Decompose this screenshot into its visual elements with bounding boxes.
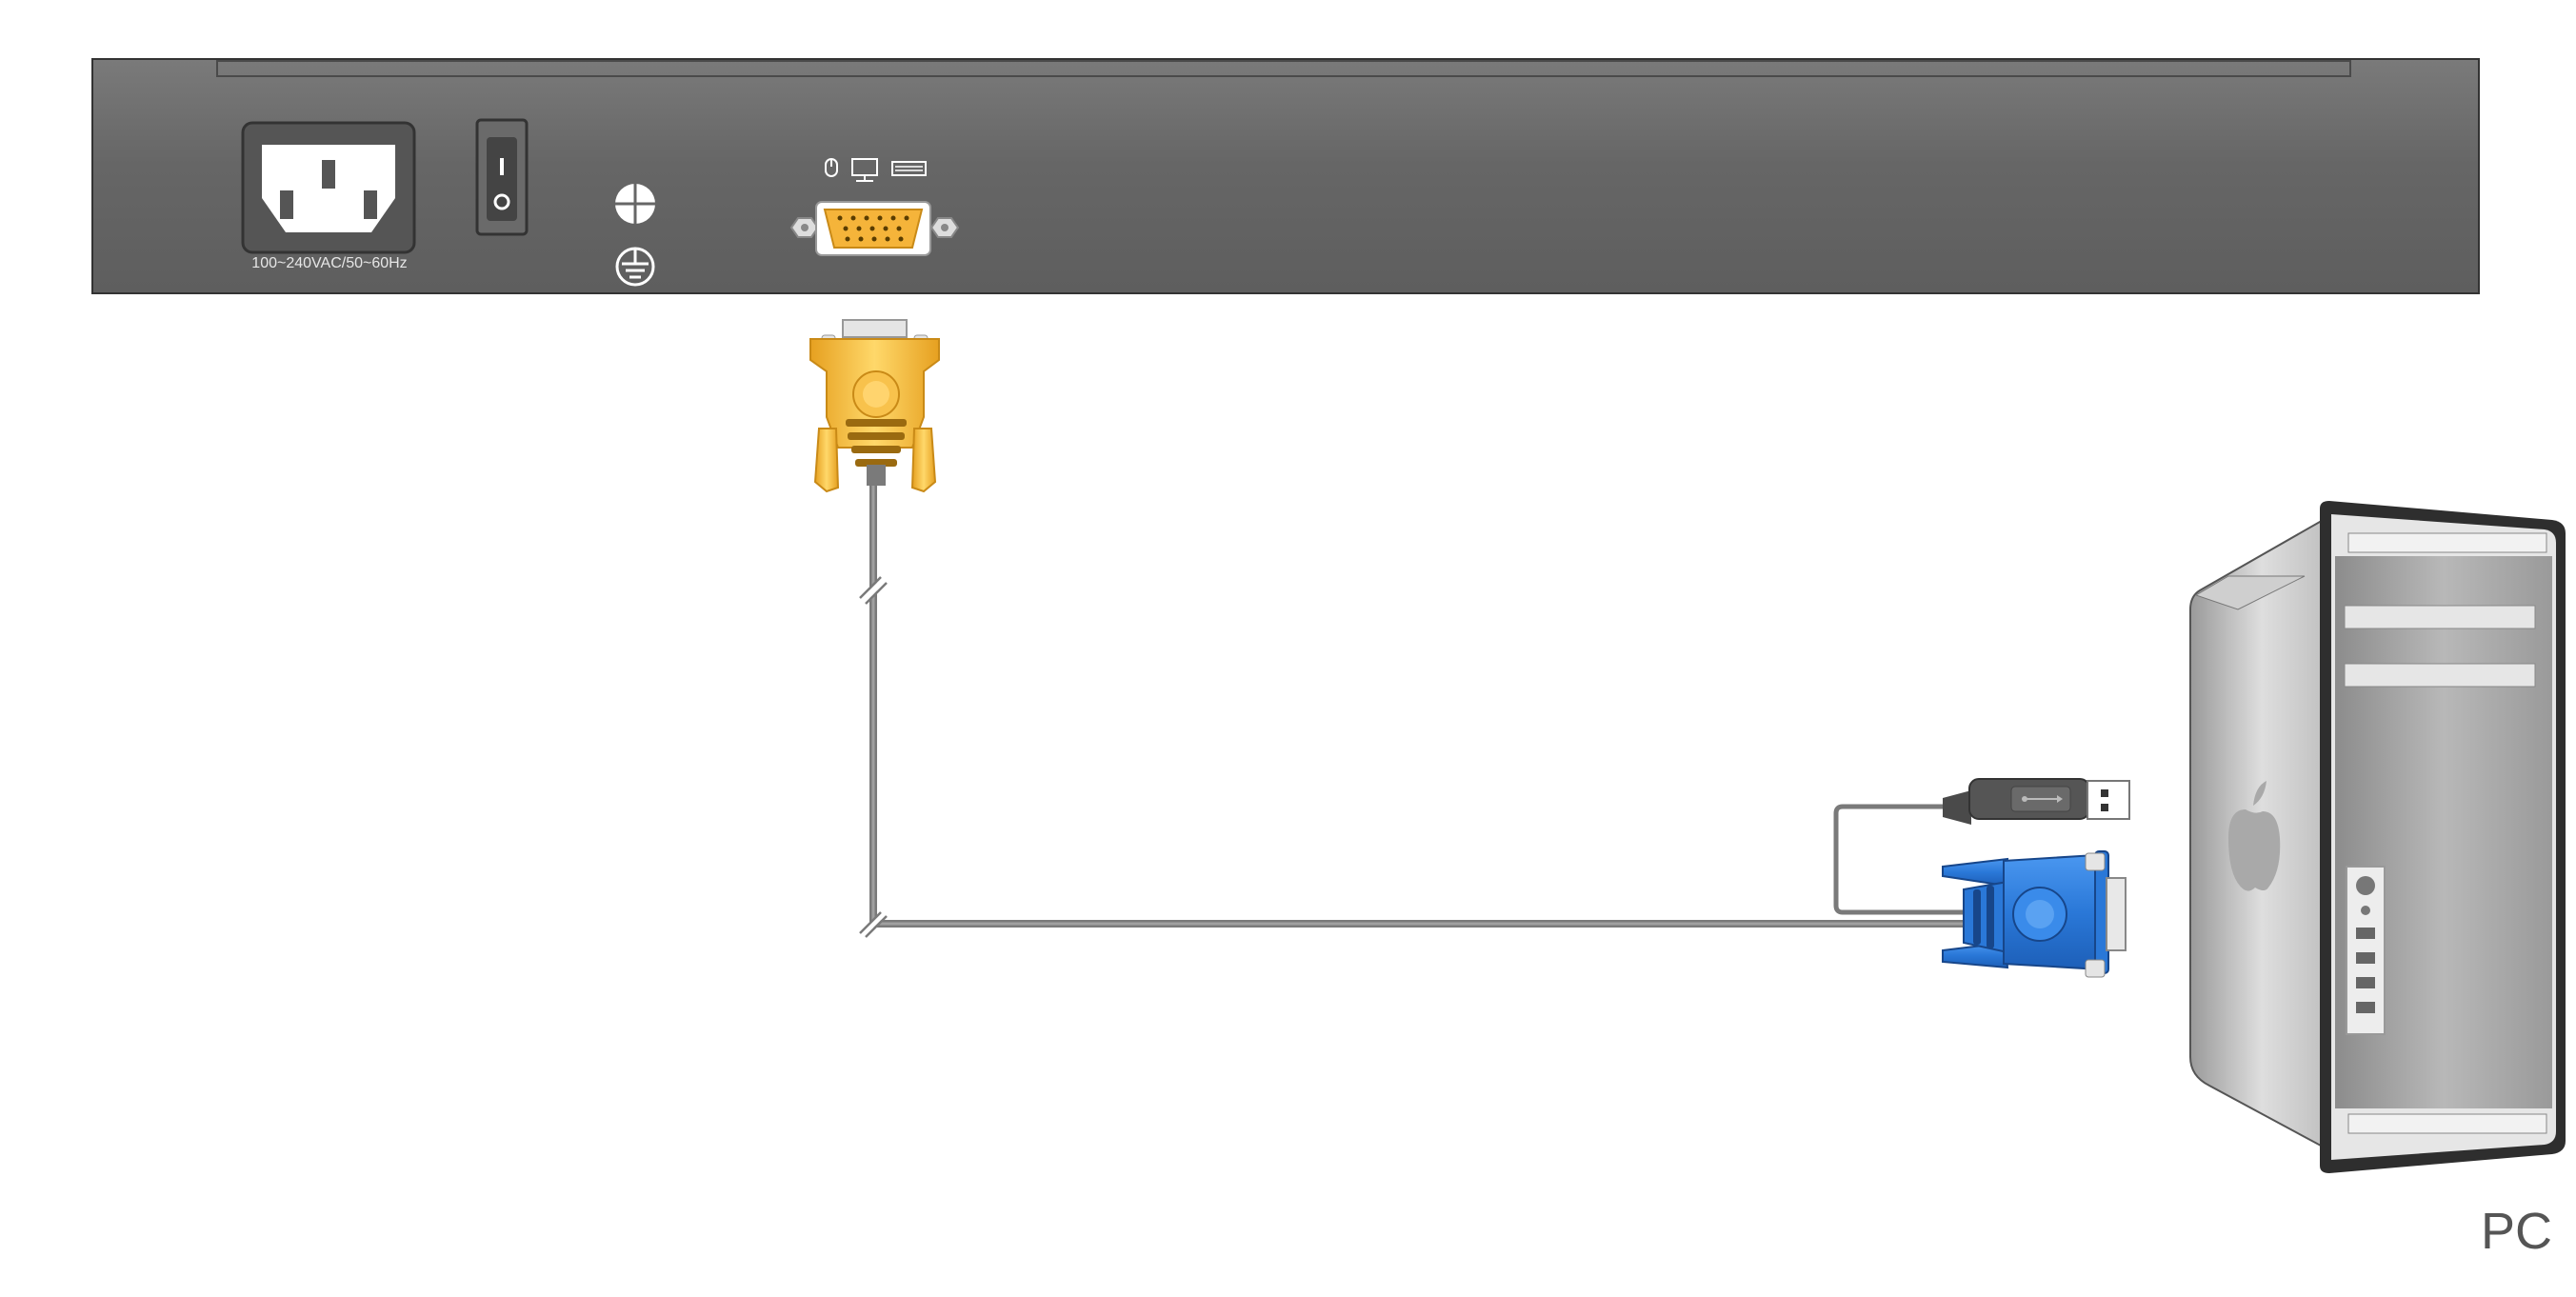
vga-connector-blue [1942, 850, 2127, 978]
mouse-icon [825, 158, 838, 177]
monitor-icon [851, 158, 878, 182]
power-inlet-icon [241, 121, 416, 254]
power-switch-icon[interactable] [475, 118, 529, 236]
protective-earth-icon [615, 247, 655, 287]
device-rear-panel [91, 58, 2480, 294]
functional-earth-icon [615, 184, 655, 224]
vga-connector-yellow [809, 319, 940, 493]
power-rating-label: 100~240VAC/50~60Hz [251, 255, 408, 271]
pc-label: PC [2480, 1203, 2552, 1260]
vga-port[interactable] [789, 201, 960, 256]
keyboard-icon [891, 161, 927, 176]
usb-a-connector [1943, 778, 2130, 825]
usb-cable [1833, 804, 1971, 915]
vga-cable [859, 486, 1990, 938]
apple-logo-icon [2228, 781, 2281, 891]
tower-computer-icon [2189, 501, 2566, 1173]
